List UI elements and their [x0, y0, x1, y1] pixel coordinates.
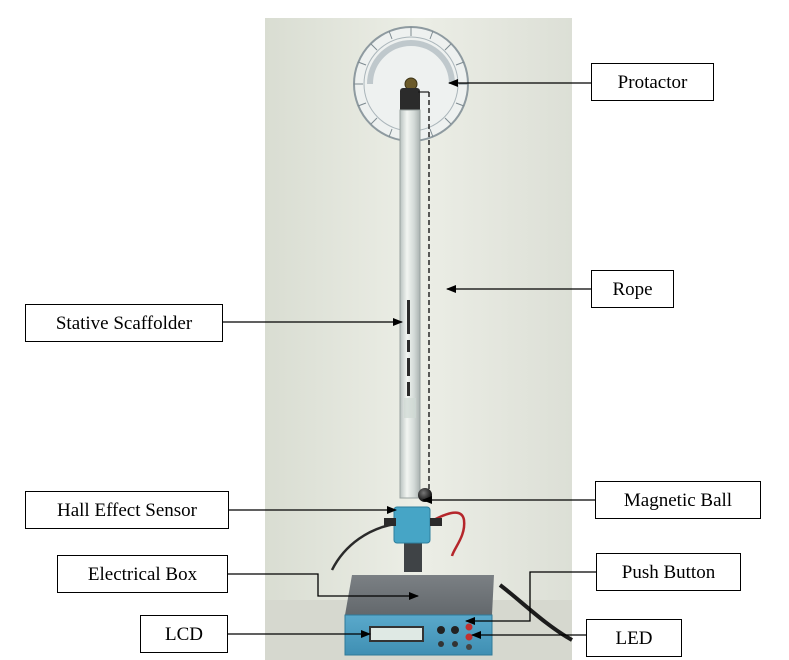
push-buttons [437, 626, 459, 647]
hall-effect-sensor-label: Hall Effect Sensor [25, 491, 229, 529]
led-label: LED [586, 619, 682, 657]
stative-scaffolder-label: Stative Scaffolder [25, 304, 223, 342]
electrical-box-arrow [228, 573, 419, 600]
magnetic-ball-label: Magnetic Ball [595, 481, 761, 519]
protactor-label: Protactor [591, 63, 714, 101]
lcd-label: LCD [140, 615, 228, 653]
electrical-box-label: Electrical Box [57, 555, 228, 593]
leds [465, 623, 473, 650]
push-button-label: Push Button [596, 553, 741, 591]
red-wire [429, 511, 466, 557]
push-button-arrow [465, 571, 596, 625]
electrical-box-top [345, 575, 494, 615]
rope-label: Rope [591, 270, 674, 308]
support-post [404, 540, 422, 572]
rod-print [407, 300, 410, 396]
